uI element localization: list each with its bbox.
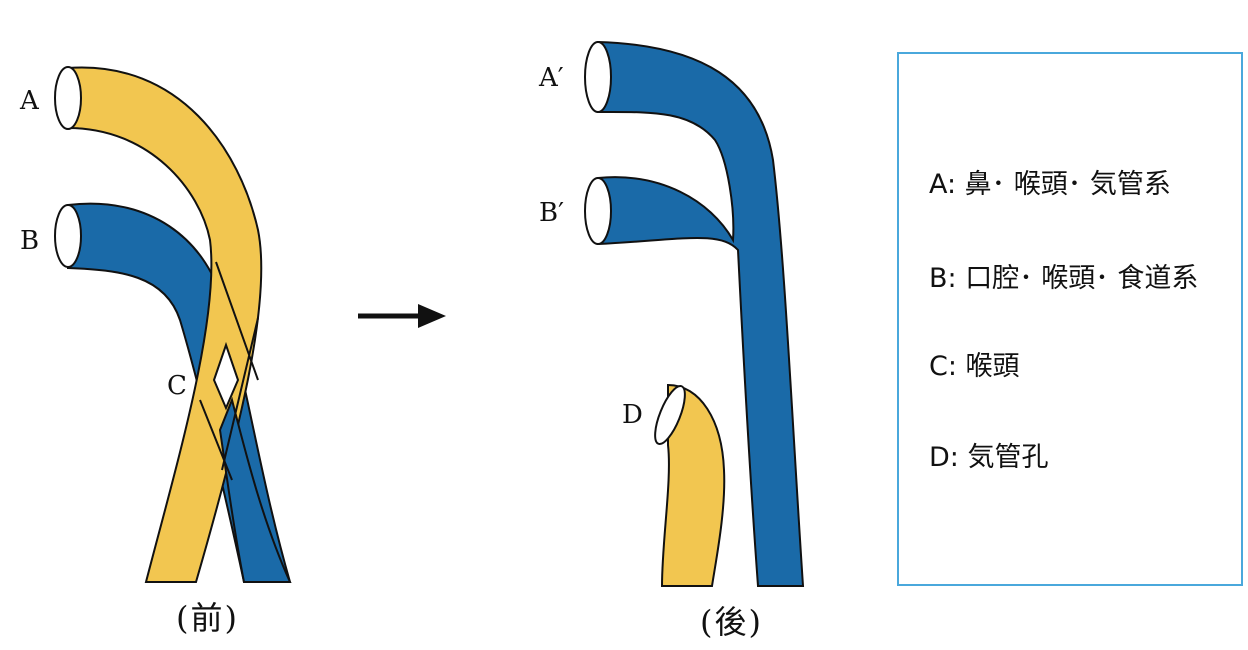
opening-d [654,385,686,445]
transition-arrow [358,304,446,328]
opening-b [54,204,82,268]
legend-box: A: 鼻･ 喉頭･ 気管系 B: 口腔･ 喉頭･ 食道系 C: 喉頭 D: 気管… [897,52,1243,586]
label-a: A [20,86,39,116]
label-c: C [167,371,187,401]
crossing-lines [199,261,259,481]
opening-b-prime [584,177,612,245]
label-d: D [622,400,643,430]
caption-before: (前) [176,599,239,637]
legend-item-a: A: 鼻･ 喉頭･ 気管系 [929,169,1171,200]
opening-a-prime [584,41,612,113]
label-b: B [20,226,40,256]
before-diagram [54,66,292,583]
tube-d-tracheostoma [660,383,726,587]
opening-a [54,66,82,130]
label-a-prime: A′ [539,63,564,93]
legend-item-c: C: 喉頭 [929,351,1020,382]
after-diagram [584,40,805,587]
larynx-diamond [212,341,240,411]
legend-item-b: B: 口腔･ 喉頭･ 食道系 [929,263,1199,294]
tube-b-lower-overlay [218,396,292,583]
caption-after: (後) [700,603,763,641]
tube-a-nasal-tracheal [67,66,263,583]
legend-item-d: D: 気管孔 [929,442,1049,473]
label-b-prime: B′ [539,198,565,228]
tube-combined-a-prime-b-prime [597,40,805,587]
